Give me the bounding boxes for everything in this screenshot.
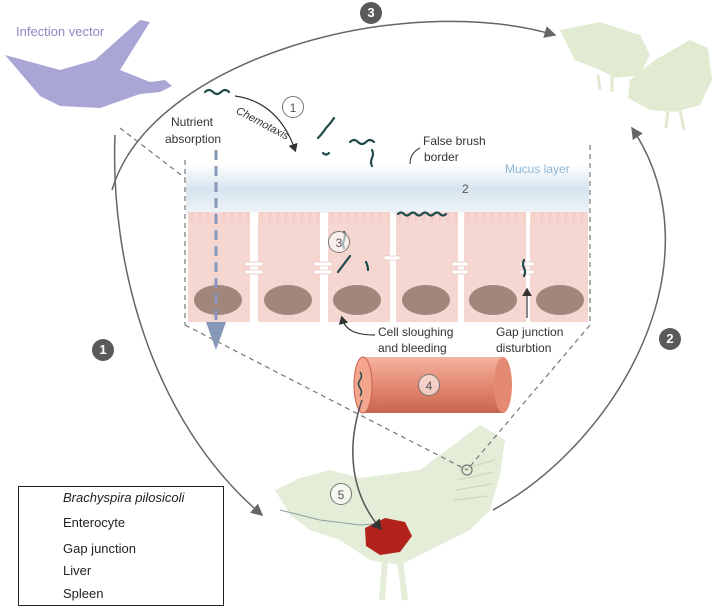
route-1-badge: 1 [92,339,114,361]
route-2-badge: 2 [659,328,681,350]
step-2-marker: 2 [462,182,469,196]
legend-box: Brachyspira pilosicoli Enterocyte Gap ju… [18,486,224,606]
mucus-layer [186,165,589,213]
false-brush-label-line2: border [424,150,459,164]
cell-sloughing-label-line2: and bleeding [378,341,447,355]
legend-liver-label: Liver [63,563,92,578]
gap-disturb-label-line2: disturbtion [496,341,552,355]
legend-gap-junction-label: Gap junction [63,541,136,556]
gap-disturb-label-line1: Gap junction [496,325,564,339]
nutrient-label-line2: absorption [165,132,222,146]
legend-enterocyte-label: Enterocyte [63,515,126,530]
step-4-marker: 4 [418,374,440,396]
chicken-host-icon [275,425,505,601]
magnify-point-icon [461,464,473,476]
nutrient-arrow-head [206,322,226,350]
step-1-marker: 1 [282,96,304,118]
mucus-layer-label: Mucus layer [505,162,570,176]
false-brush-label-line1: False brush [423,134,486,148]
nutrient-label-line1: Nutrient [171,115,214,129]
route-2-arrow [492,126,667,511]
infection-vector-label: Infection vector [16,24,105,39]
legend-bacterium-label: Brachyspira pilosicoli [63,490,185,505]
step-5-marker: 5 [330,483,352,505]
cell-sloughing-label-line1: Cell sloughing [378,325,454,339]
goose-icon [5,20,172,108]
step-3-marker: 3 [328,231,350,253]
legend-spleen-label: Spleen [63,586,104,601]
route-3-badge: 3 [360,2,382,24]
route-3-arrow [111,20,557,191]
enterocyte-row [188,212,588,322]
chicken-pair-icon [560,22,712,131]
route-1-arrow [113,134,264,516]
